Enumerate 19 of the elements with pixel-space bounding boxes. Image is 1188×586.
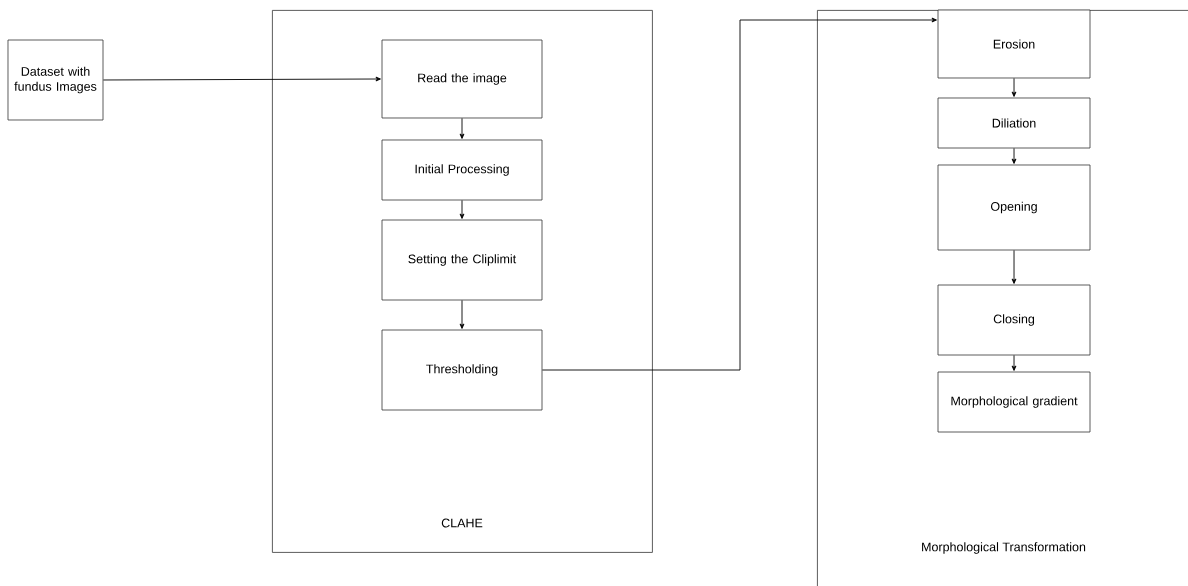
arrow [459, 117, 465, 139]
arrow [102, 76, 381, 82]
process-box: Morphological gradient [937, 371, 1091, 433]
arrow [1011, 77, 1017, 97]
process-box: Opening [937, 164, 1091, 251]
process-box: Closing [937, 284, 1091, 356]
process-box: Read the image [381, 39, 543, 119]
process-box: Dataset with fundus Images [7, 39, 104, 121]
arrow [1011, 249, 1017, 284]
arrow [1011, 354, 1017, 371]
arrow [459, 299, 465, 329]
process-box: Initial Processing [381, 139, 543, 201]
process-box: Thresholding [381, 329, 543, 411]
process-box: Setting the Cliplimit [381, 219, 543, 301]
process-box: Erosion [937, 9, 1091, 79]
arrow [1011, 147, 1017, 164]
arrow [459, 199, 465, 219]
arrow [541, 17, 937, 371]
process-box: Diliation [937, 97, 1091, 149]
